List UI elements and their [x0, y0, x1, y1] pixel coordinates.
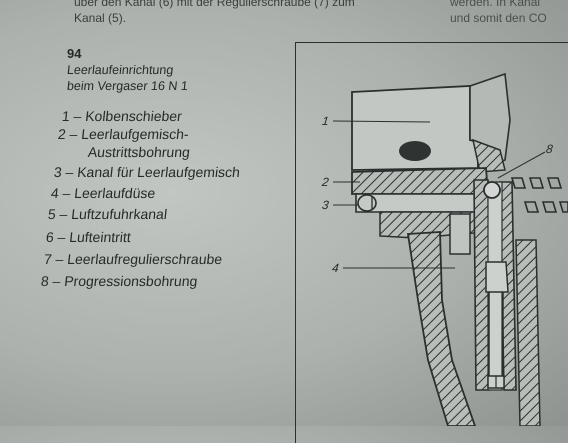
callout-3: 3 — [321, 198, 330, 212]
body-text-top-right: werden. In Kanal und somit den CO — [450, 0, 547, 26]
figure-number: 94 — [67, 46, 82, 61]
hatched-wall-top — [471, 138, 506, 173]
leader-line-8 — [497, 151, 546, 179]
inner-block — [449, 213, 471, 255]
progression-hole — [483, 181, 501, 199]
leader-line-1 — [332, 120, 431, 123]
piston-bore — [399, 141, 431, 161]
idle-jet-tip — [485, 261, 509, 293]
body-text-line: über den Kanal (6) mit der Regulierschra… — [74, 0, 355, 9]
callout-2: 2 — [321, 175, 330, 189]
body-text-top-left: über den Kanal (6) mit der Regulierschra… — [74, 0, 355, 26]
body-outer-wall — [406, 231, 476, 426]
right-wall — [515, 239, 541, 426]
dashed-air-channel — [510, 177, 568, 213]
carburetor-diagram — [332, 72, 568, 426]
idle-outlet-block — [351, 167, 489, 195]
body-text-line: Kanal (5). — [74, 11, 127, 25]
diagram-frame — [295, 42, 568, 443]
body-text-line: und somit den CO — [450, 11, 547, 25]
callout-8: 8 — [545, 142, 554, 156]
body-text-line: werden. In Kanal — [450, 0, 541, 9]
callout-4: 4 — [331, 261, 340, 275]
